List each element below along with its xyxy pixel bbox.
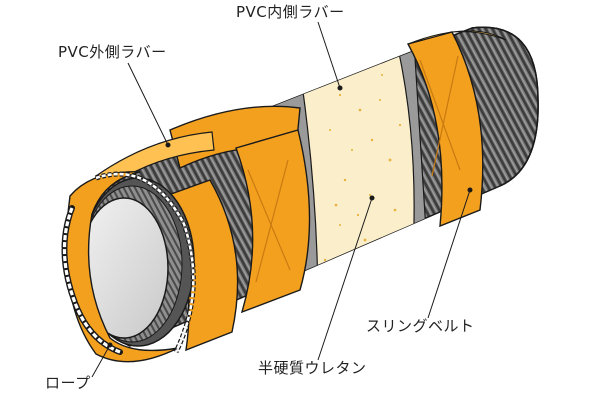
- rope: [61, 171, 196, 355]
- label-pvc-outer-rubber: PVC外側ラバー: [58, 43, 167, 61]
- leader-lines: [91, 21, 473, 378]
- leader-rope: [91, 344, 111, 378]
- label-sling-belt: スリングベルト: [366, 317, 475, 335]
- urethane-texture-dots: [323, 74, 402, 281]
- leader-inner-rubber: [317, 21, 341, 89]
- leader-urethane: [317, 197, 373, 361]
- leader-outer-rubber: [127, 62, 169, 146]
- label-pvc-inner-rubber: PVC内側ラバー: [236, 3, 345, 21]
- near-end-cap: [79, 177, 195, 347]
- semi-rigid-urethane-section: [301, 47, 415, 311]
- leader-sling-belt: [427, 189, 471, 319]
- near-end-belt-rim: [65, 171, 179, 363]
- label-semi-rigid-urethane: 半硬質ウレタン: [258, 359, 367, 377]
- label-rope: ロープ: [45, 374, 91, 392]
